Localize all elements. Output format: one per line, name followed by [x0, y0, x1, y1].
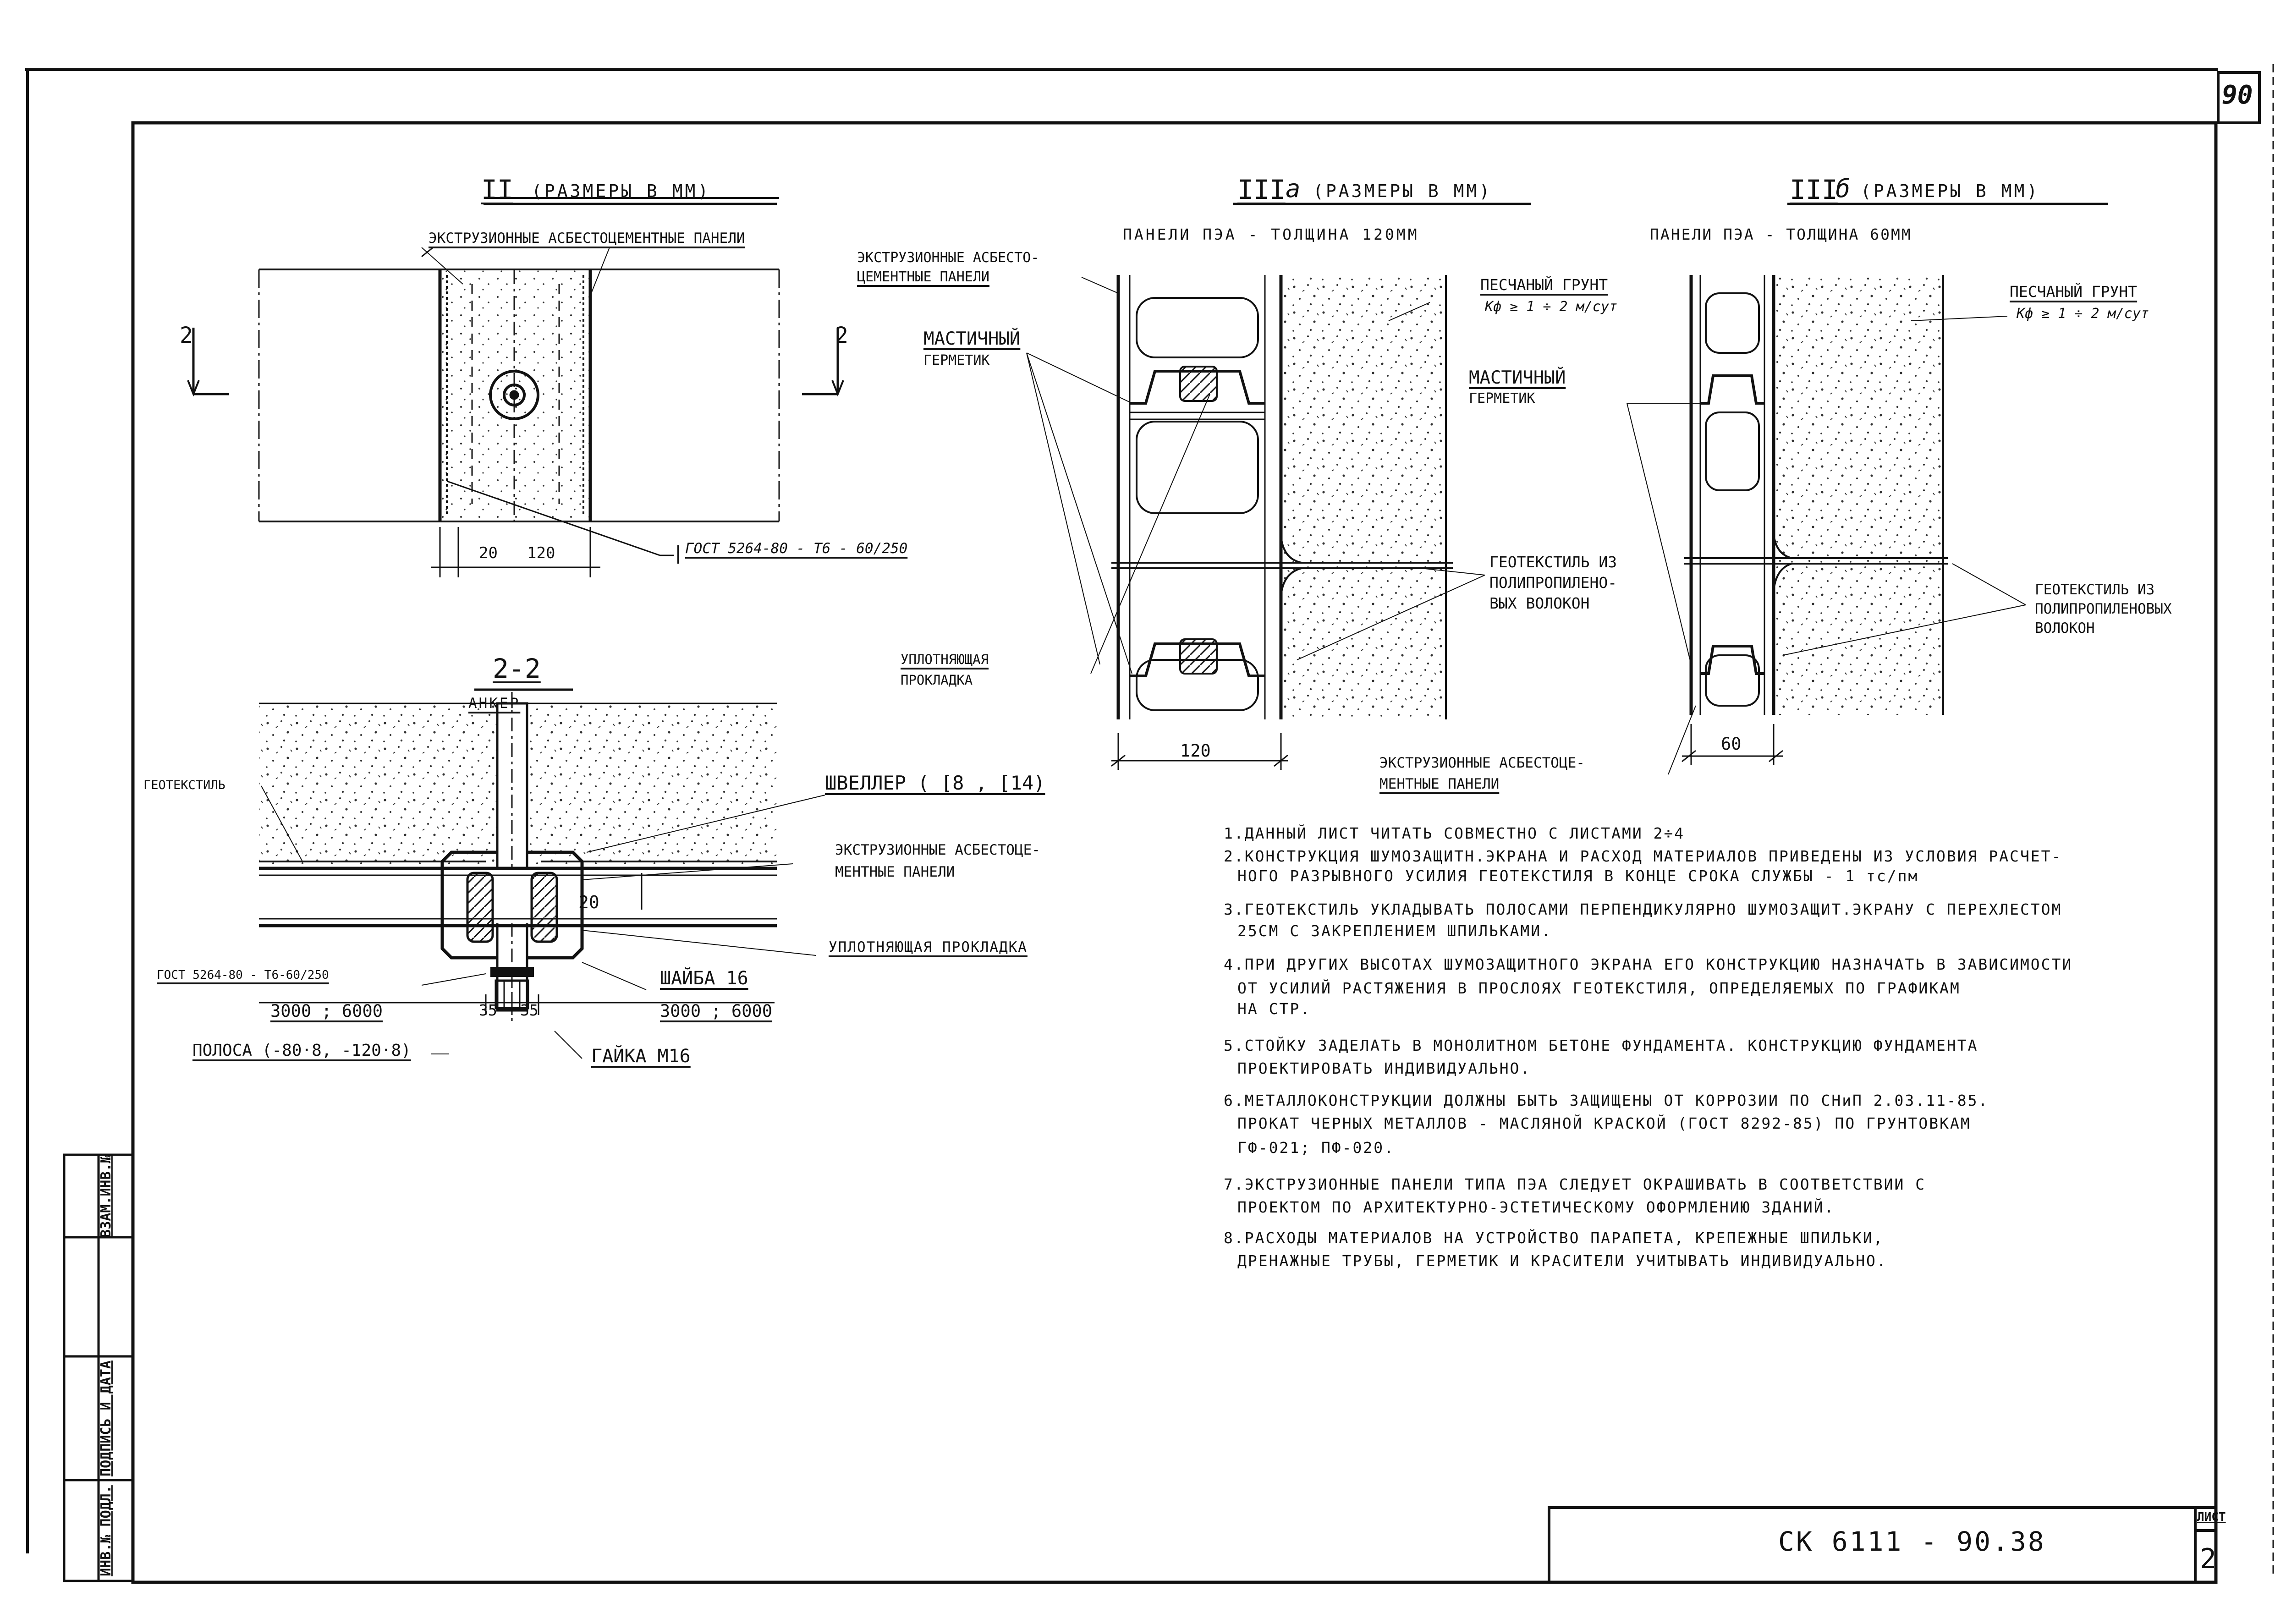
note-line: ПРОЕКТИРОВАТЬ ИНДИВИДУАЛЬНО. [1237, 1059, 1531, 1077]
note-line: НОГО РАЗРЫВНОГО УСИЛИЯ ГЕОТЕКСТИЛЯ В КОН… [1237, 867, 1919, 885]
washer-label: ШАЙБА 16 [660, 968, 748, 989]
view-3a-geo-line3: ВЫХ ВОЛОКОН [1489, 594, 1590, 612]
section-mark-left: 2 [180, 323, 193, 348]
view-3b-sealant-line2: ГЕРМЕТИК [1469, 390, 1535, 406]
view-3b-units: (РАЗМЕРЫ В ММ) [1861, 181, 2040, 201]
geotextile-label: ГЕОТЕКСТИЛЬ [143, 778, 225, 792]
section-2-2-drawing [259, 692, 825, 1059]
view-3a-letter: а [1286, 174, 1301, 203]
view-3a-gasket-line1: УПЛОТНЯЮЩАЯ [901, 652, 989, 667]
title-underlines [474, 203, 2108, 691]
document-designation: СК 6111 - 90.38 [1778, 1526, 2046, 1557]
note-line: НА СТР. [1237, 1000, 1311, 1018]
gap-right: 35 [520, 1001, 539, 1019]
view-3a-geo-line1: ГЕОТЕКСТИЛЬ ИЗ [1489, 553, 1617, 571]
view-3b-geo-line2: ПОЛИПРОПИЛЕНОВЫХ [2035, 601, 2172, 617]
side-stamp-original-inventory: ИНВ.№ ПОДЛ. [98, 1485, 114, 1576]
view-3a-drawing [1026, 275, 1485, 770]
note-line: 3.ГЕОТЕКСТИЛЬ УКЛАДЫВАТЬ ПОЛОСАМИ ПЕРПЕН… [1224, 900, 2062, 918]
strip-label: ПОЛОСА (-80·8, -120·8) [192, 1041, 411, 1060]
view-3b-panels-line1: ЭКСТРУЗИОННЫЕ АСБЕСТОЦЕ- [1379, 755, 1585, 771]
view-2-units: (РАЗМЕРЫ В ММ) [532, 181, 711, 201]
note-line: 1.ДАННЫЙ ЛИСТ ЧИТАТЬ СОВМЕСТНО С ЛИСТАМИ… [1224, 824, 1685, 842]
view-3b-geo-line3: ВОЛОКОН [2035, 620, 2095, 636]
span-left: 3000 ; 6000 [270, 1001, 383, 1021]
view-3a-gasket-line2: ПРОКЛАДКА [901, 672, 973, 688]
note-line: 25СМ С ЗАКРЕПЛЕНИЕМ ШПИЛЬКАМИ. [1237, 922, 1552, 940]
view-2-dim-120: 120 [527, 544, 555, 562]
span-right: 3000 ; 6000 [660, 1001, 773, 1021]
view-3b-subtitle: ПАНЕЛИ ПЭА - ТОЛЩИНА 60ММ [1650, 225, 1912, 243]
view-3a-sealant-line1: МАСТИЧНЫЙ [923, 329, 1021, 349]
view-3b-drawing [1627, 275, 2026, 775]
view-3a-kf: Кф ≥ 1 ÷ 2 м/сут [1485, 299, 1617, 315]
note-line: ПРОЕКТОМ ПО АРХИТЕКТУРНО-ЭСТЕТИЧЕСКОМУ О… [1237, 1198, 1835, 1216]
view-3a-subtitle: ПАНЕЛИ ПЭА - ТОЛЩИНА 120ММ [1123, 225, 1419, 243]
note-line: 6.МЕТАЛЛОКОНСТРУКЦИИ ДОЛЖНЫ БЫТЬ ЗАЩИЩЕН… [1224, 1092, 1989, 1109]
side-stamp-signature-date: ПОДПИСЬ И ДАТА [98, 1360, 114, 1476]
gasket-2-2-label: УПЛОТНЯЮЩАЯ ПРОКЛАДКА [829, 939, 1028, 955]
channel-label: ШВЕЛЛЕР ( [8 , [14) [825, 772, 1045, 794]
panels-2-2-line1: ЭКСТРУЗИОННЫЕ АСБЕСТОЦЕ- [835, 842, 1040, 858]
note-line: ГФ-021; ПФ-020. [1237, 1139, 1395, 1157]
note-line: 2.КОНСТРУКЦИЯ ШУМОЗАЩИТН.ЭКРАНА И РАСХОД… [1224, 847, 2062, 865]
view-3b-kf: Кф ≥ 1 ÷ 2 м/сут [2017, 306, 2149, 322]
dim-20-label: 20 [578, 892, 599, 912]
view-3a-soil: ПЕСЧАНЫЙ ГРУНТ [1480, 276, 1608, 294]
sheet-number: 90 [2222, 80, 2253, 110]
panels-2-2-line2: МЕНТНЫЕ ПАНЕЛИ [835, 864, 955, 880]
view-3b-width: 60 [1721, 734, 1742, 754]
view-3b-title: III [1790, 174, 1838, 205]
title-block-frame [1548, 1506, 2217, 1584]
note-line: ДРЕНАЖНЫЕ ТРУБЫ, ГЕРМЕТИК И КРАСИТЕЛИ УЧ… [1237, 1252, 1887, 1270]
view-3a-units: (РАЗМЕРЫ В ММ) [1313, 181, 1492, 201]
side-stamp-replaced-inventory: ВЗАМ.ИНВ.№ [98, 1154, 114, 1238]
sheet-value: 2 [2200, 1543, 2217, 1575]
view-2-title: II [481, 174, 513, 205]
view-3b-geo-line1: ГЕОТЕКСТИЛЬ ИЗ [2035, 582, 2155, 598]
view-3a-title: III [1237, 174, 1286, 205]
view-2-panels-label: ЭКСТРУЗИОННЫЕ АСБЕСТОЦЕМЕНТНЫЕ ПАНЕЛИ [429, 230, 745, 247]
gap-left: 35 [479, 1001, 497, 1019]
section-2-2-title: 2-2 [493, 653, 541, 684]
view-3a-panels-line2: ЦЕМЕНТНЫЕ ПАНЕЛИ [857, 269, 989, 285]
gost-2-2-label: ГОСТ 5264-80 - Т6-60/250 [157, 968, 329, 982]
note-line: 7.ЭКСТРУЗИОННЫЕ ПАНЕЛИ ТИПА ПЭА СЛЕДУЕТ … [1224, 1175, 1926, 1193]
note-line: ОТ УСИЛИЙ РАСТЯЖЕНИЯ В ПРОСЛОЯХ ГЕОТЕКСТ… [1237, 979, 1961, 997]
sheet-label: ЛИСТ [2197, 1510, 2226, 1524]
nut-label: ГАЙКА М16 [591, 1046, 691, 1067]
note-line: 8.РАСХОДЫ МАТЕРИАЛОВ НА УСТРОЙСТВО ПАРАП… [1224, 1229, 1884, 1247]
view-3a-geo-line2: ПОЛИПРОПИЛЕНО- [1489, 574, 1617, 592]
view-3a-width: 120 [1180, 741, 1211, 761]
section-mark-right: 2 [835, 323, 848, 348]
view-3a-sealant-line2: ГЕРМЕТИК [923, 352, 990, 368]
note-line: 4.ПРИ ДРУГИХ ВЫСОТАХ ШУМОЗАЩИТНОГО ЭКРАН… [1224, 955, 2073, 973]
view-2-angle-label: ГОСТ 5264-80 - Т6 - 60/250 [685, 540, 908, 557]
view-3b-soil: ПЕСЧАНЫЙ ГРУНТ [2010, 283, 2138, 301]
view-3a-panels-line1: ЭКСТРУЗИОННЫЕ АСБЕСТО- [857, 250, 1039, 266]
view-3b-letter: б [1835, 174, 1851, 203]
view-3b-panels-line2: МЕНТНЫЕ ПАНЕЛИ [1379, 776, 1500, 792]
side-stamp [63, 1153, 134, 1582]
anchor-label: АНКЕР [468, 695, 521, 712]
view-3b-sealant-line1: МАСТИЧНЫЙ [1469, 368, 1566, 388]
view-2-plan [187, 197, 844, 577]
sheet-frame [25, 64, 2274, 1584]
note-line: 5.СТОЙКУ ЗАДЕЛАТЬ В МОНОЛИТНОМ БЕТОНЕ ФУ… [1224, 1037, 1978, 1054]
note-line: ПРОКАТ ЧЕРНЫХ МЕТАЛЛОВ - МАСЛЯНОЙ КРАСКО… [1237, 1114, 1971, 1132]
view-2-dim-20: 20 [479, 544, 498, 562]
